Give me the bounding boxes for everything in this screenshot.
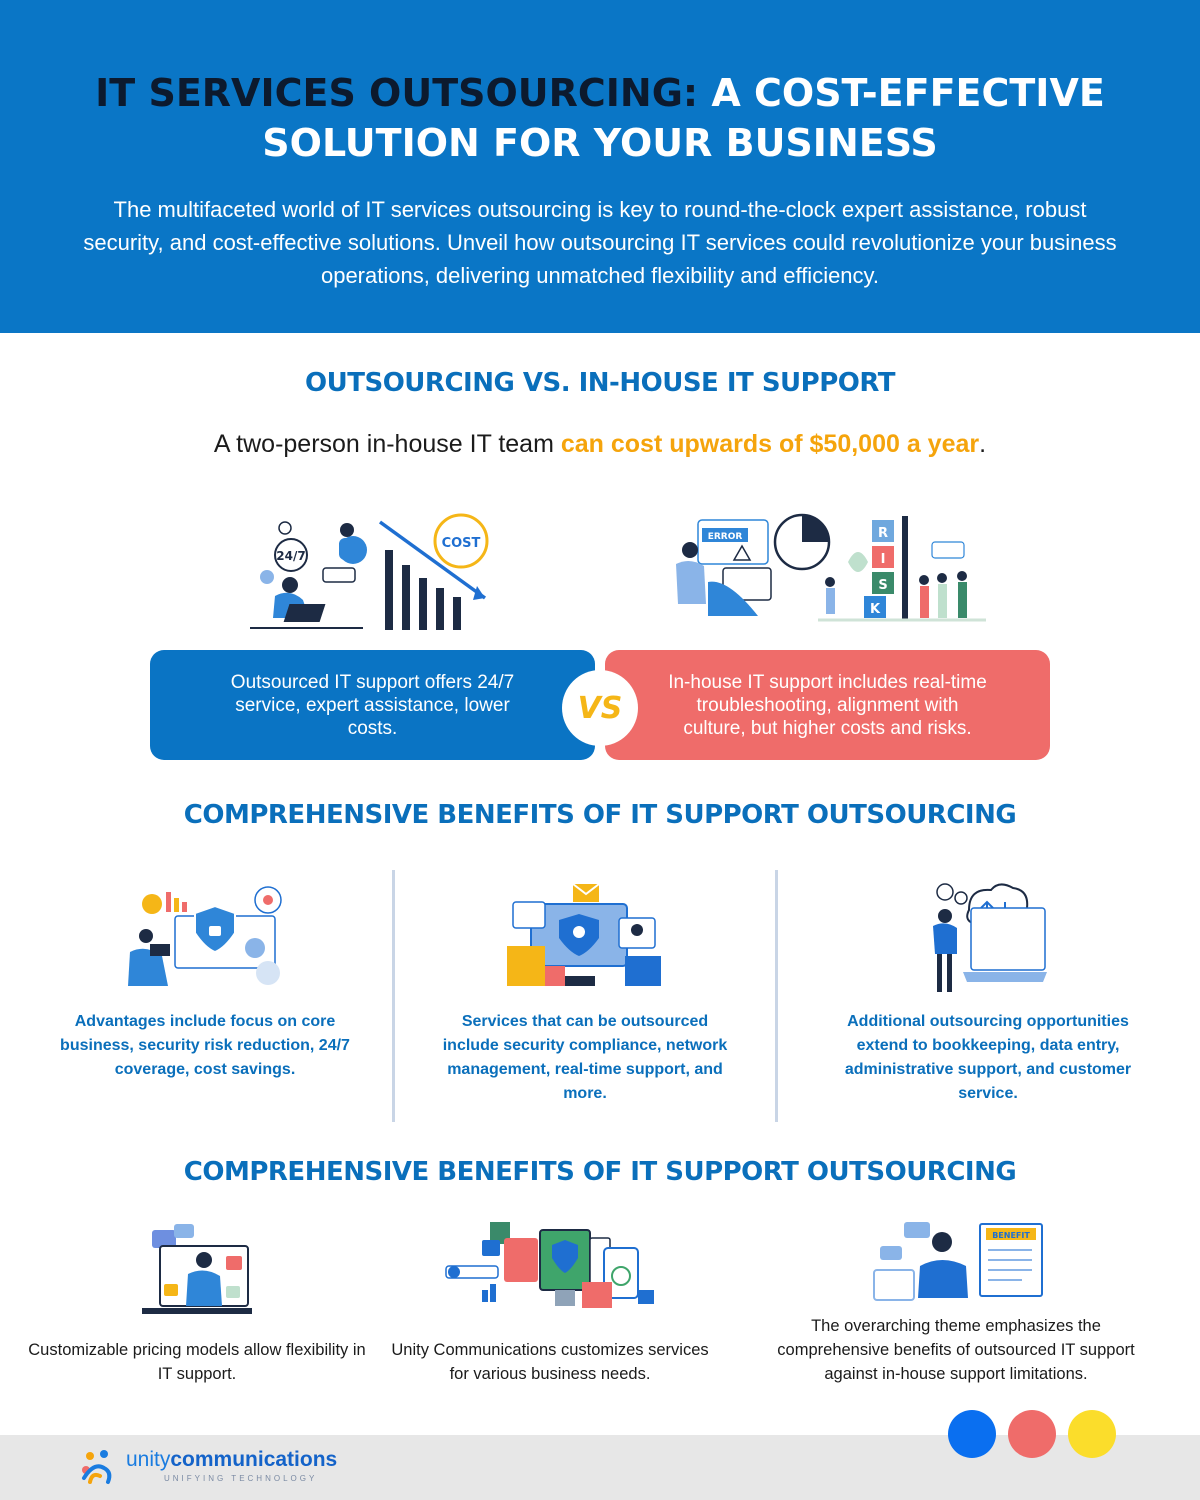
hero-banner: IT SERVICES OUTSOURCING: A COST-EFFECTIV… xyxy=(0,0,1200,333)
pricing-flexibility-illustration xyxy=(142,1224,252,1314)
laptop-base xyxy=(963,972,1047,982)
chat-bubble-icon xyxy=(152,1230,176,1248)
risk-letter-r: R xyxy=(878,526,888,541)
cost-statement-end: . xyxy=(979,430,987,458)
error-label: ERROR xyxy=(708,532,743,542)
page-title-dark: IT SERVICES OUTSOURCING: xyxy=(95,71,699,115)
agent-head xyxy=(340,523,354,537)
overarching-benefit-illustration: BENEFIT xyxy=(873,1222,1043,1301)
pie-chart-icon xyxy=(245,938,265,958)
page-title-light-2: SOLUTION FOR YOUR BUSINESS xyxy=(262,121,938,165)
laptop-icon xyxy=(150,944,170,956)
outsourced-card: Outsourced IT support offers 24/7 servic… xyxy=(150,650,595,760)
gear-icon xyxy=(448,1266,460,1278)
risk-letter-s: S xyxy=(878,578,887,593)
brand-name: unitycommunications xyxy=(126,1448,337,1472)
agent-icon xyxy=(186,1270,222,1306)
brand-logo[interactable]: unitycommunications UNIFYING TECHNOLOGY xyxy=(78,1448,337,1488)
document-icon xyxy=(490,1222,510,1244)
laptop-screen xyxy=(970,907,1046,971)
overarching-text: The overarching theme emphasizes the com… xyxy=(777,1317,1135,1383)
inhouse-card: In-house IT support includes real-time t… xyxy=(605,650,1050,760)
shield-check-icon xyxy=(552,1240,578,1273)
chat-panel xyxy=(504,1238,538,1282)
risk-letter-k: K xyxy=(870,602,881,617)
decor-dot-yellow xyxy=(1068,1410,1116,1458)
benefit-text-advantages: Advantages include focus on core busines… xyxy=(60,1013,350,1078)
column-divider xyxy=(392,870,395,1122)
risk-block-r xyxy=(872,520,894,542)
worker-head xyxy=(282,577,298,593)
inhouse-risk-illustration: ERROR R I S K xyxy=(676,513,986,622)
security-focus-illustration xyxy=(128,886,282,986)
gear-icon xyxy=(256,961,280,985)
custom-services-text: Unity Communications customizes services… xyxy=(391,1341,709,1383)
cost-statement-lead: A two-person in-house IT team xyxy=(213,430,561,458)
laptop-icon xyxy=(873,1269,915,1301)
leaf-icon xyxy=(848,552,868,572)
vs-badge: VS xyxy=(562,670,638,746)
server-stack-icon xyxy=(625,956,661,986)
unity-logo-icon xyxy=(82,1450,112,1484)
decor-dot-coral xyxy=(1008,1410,1056,1458)
agent-icon xyxy=(918,1260,968,1298)
chart-card-icon xyxy=(931,541,965,559)
hours-label: 24/7 xyxy=(276,549,305,563)
risk-block-k xyxy=(864,596,886,618)
brand-name-bold: communications xyxy=(170,1448,338,1471)
outsourced-support-illustration: 24/7 COST xyxy=(250,513,489,630)
benefit-text-opportunities: Additional outsourcing opportunities ext… xyxy=(844,1013,1132,1102)
camera-card-icon xyxy=(512,901,546,929)
decor-dot-blue xyxy=(948,1410,996,1458)
cost-statement: A two-person in-house IT team can cost u… xyxy=(60,430,1140,459)
trend-down-arrow xyxy=(378,520,487,600)
ruler-icon xyxy=(902,516,908,620)
page-title: IT SERVICES OUTSOURCING: A COST-EFFECTIV… xyxy=(60,68,1140,168)
column-divider xyxy=(775,870,778,1122)
cost-statement-highlight: can cost upwards of $50,000 a year xyxy=(560,430,980,458)
gear-icon xyxy=(936,883,954,901)
custom-services-illustration xyxy=(445,1222,654,1308)
cost-label: COST xyxy=(442,536,481,551)
brand-tagline: UNIFYING TECHNOLOGY xyxy=(164,1474,318,1483)
brand-name-light: unity xyxy=(126,1448,171,1471)
lock-icon xyxy=(482,1240,500,1256)
pricing-text: Customizable pricing models allow flexib… xyxy=(28,1341,366,1383)
page-title-light-1: A COST-EFFECTIVE xyxy=(711,71,1105,115)
section-title-benefits: COMPREHENSIVE BENEFITS OF IT SUPPORT OUT… xyxy=(183,800,1017,830)
intro-paragraph: The multifaceted world of IT services ou… xyxy=(83,197,1117,288)
document-stack-icon xyxy=(545,966,565,986)
chat-bubble-icon xyxy=(904,1222,930,1238)
benefit-doc-label: BENEFIT xyxy=(992,1231,1030,1240)
security-services-illustration xyxy=(507,883,661,986)
section-title-benefits-2: COMPREHENSIVE BENEFITS OF IT SUPPORT OUT… xyxy=(183,1157,1017,1187)
risk-letter-i: I xyxy=(881,552,886,567)
money-bag-icon xyxy=(142,894,162,914)
phone-icon xyxy=(603,1247,639,1299)
shopping-bag-icon xyxy=(638,1290,654,1304)
gear-icon-small xyxy=(260,570,274,584)
gear-icon xyxy=(274,538,308,572)
risk-block-s xyxy=(872,572,894,594)
server-stack-icon xyxy=(582,1282,612,1308)
additional-opportunities-illustration xyxy=(933,883,1047,992)
risk-block-i xyxy=(872,546,894,568)
warning-icon xyxy=(732,544,752,561)
folder-icon xyxy=(507,946,545,986)
cost-badge xyxy=(433,513,489,569)
chat-bubble-icon xyxy=(322,567,356,583)
phone-icon xyxy=(278,521,292,535)
section-title-comparison: OUTSOURCING VS. IN-HOUSE IT SUPPORT xyxy=(305,368,895,398)
footer-bar xyxy=(0,1435,1200,1500)
benefit-text-services: Services that can be outsourced include … xyxy=(442,1013,728,1102)
laptop-icon xyxy=(283,604,326,622)
